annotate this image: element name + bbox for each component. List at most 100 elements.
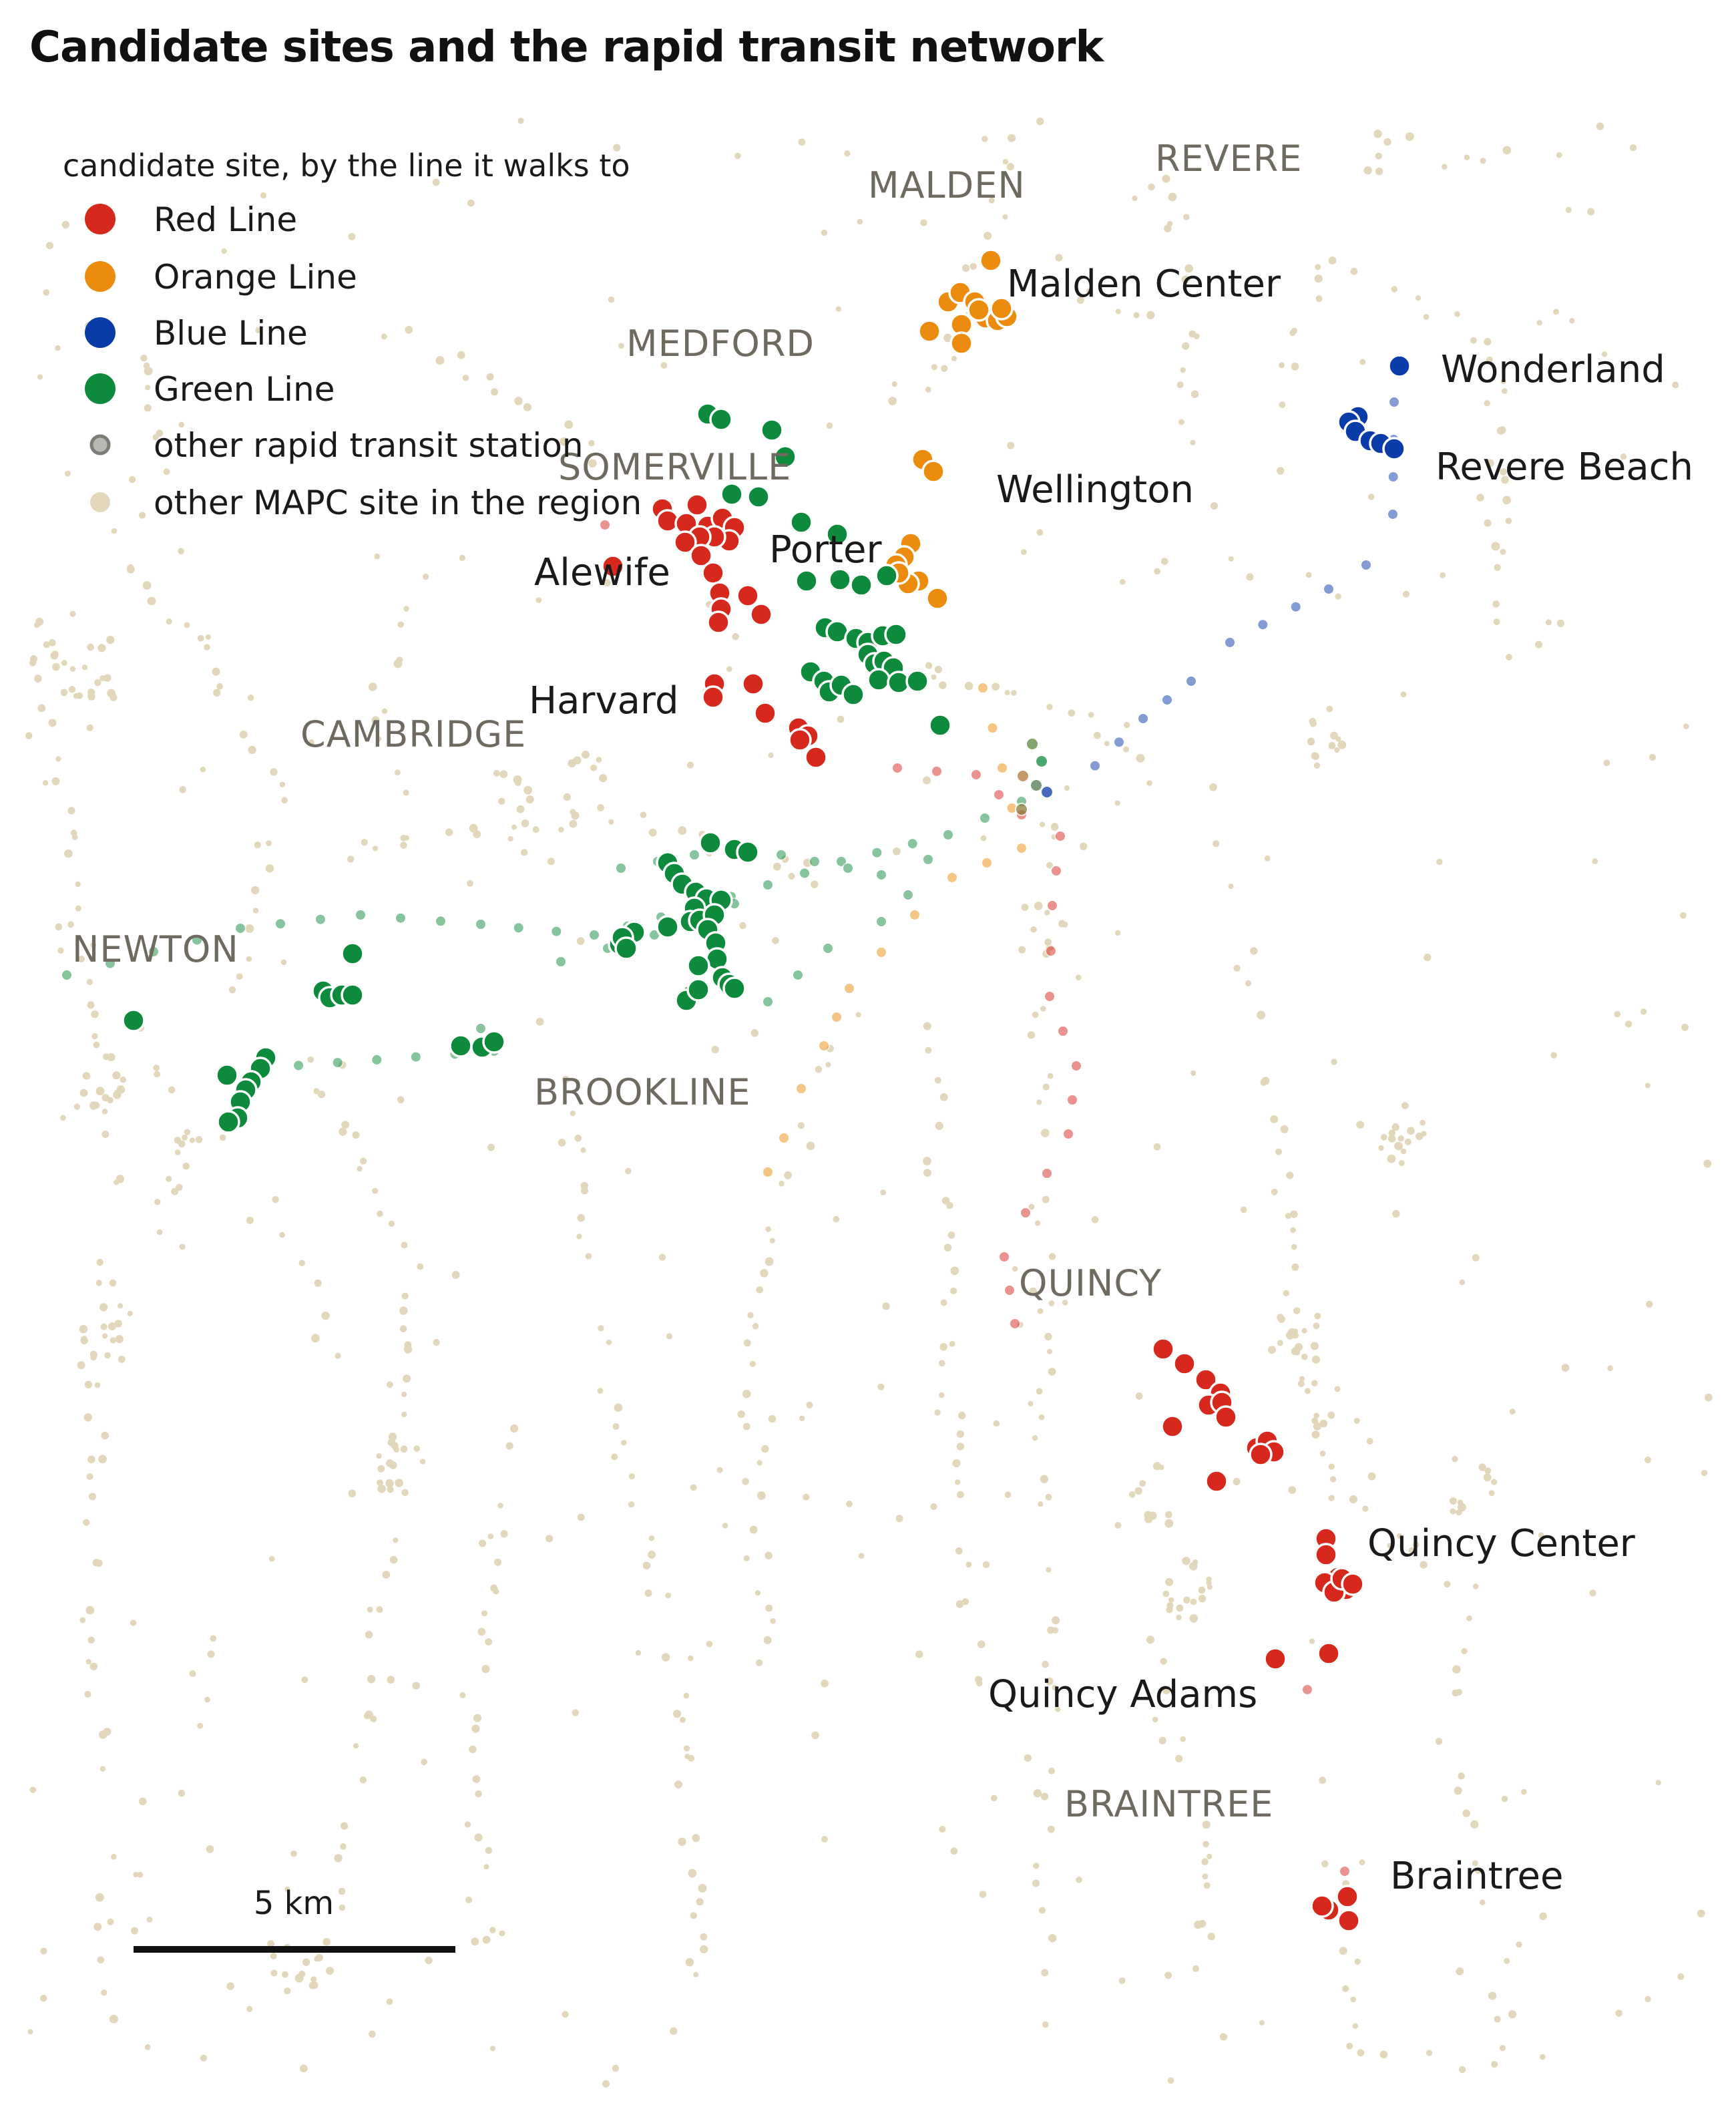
transit-station [104, 957, 116, 970]
region-site [228, 986, 236, 994]
region-site [335, 1352, 341, 1359]
region-site [397, 1096, 405, 1104]
region-site [1534, 640, 1543, 648]
region-site [174, 1149, 181, 1155]
region-site [1589, 1589, 1596, 1597]
region-site [168, 1086, 176, 1094]
region-site [76, 692, 83, 699]
region-site [1245, 980, 1252, 986]
region-site [144, 404, 152, 412]
region-site [661, 1653, 670, 1662]
region-site [43, 641, 51, 648]
region-site [1055, 254, 1063, 262]
region-site [1458, 2066, 1466, 2074]
region-site [48, 639, 56, 646]
region-site [266, 840, 272, 846]
transit-station [778, 1132, 790, 1144]
region-site [1402, 590, 1410, 598]
legend-swatch-green-line [85, 373, 116, 404]
region-site [797, 1122, 805, 1129]
region-site [338, 1887, 346, 1895]
region-site [618, 343, 624, 349]
region-site [1042, 2021, 1049, 2028]
region-site [1620, 453, 1627, 460]
region-site [711, 1045, 719, 1054]
region-site [1349, 1495, 1357, 1504]
region-site [1040, 1006, 1046, 1012]
region-site [1192, 1965, 1200, 1972]
region-site [1032, 1879, 1040, 1887]
region-site [1207, 1933, 1215, 1941]
candidate-site-green-line [746, 485, 771, 509]
region-site [1629, 144, 1637, 152]
transit-station [1301, 1684, 1313, 1696]
region-site [99, 1766, 105, 1772]
region-site [268, 1555, 275, 1562]
region-site [1491, 2061, 1498, 2068]
region-site [1350, 267, 1358, 275]
map-title: Candidate sites and the rapid transit ne… [29, 23, 1104, 72]
region-site [200, 766, 206, 773]
region-site [481, 1610, 488, 1617]
region-site [84, 1380, 93, 1388]
region-site [1047, 1073, 1054, 1079]
region-site [1454, 311, 1460, 317]
region-site [1050, 823, 1059, 831]
region-site [284, 1886, 290, 1893]
region-site [756, 1659, 763, 1666]
region-site [69, 610, 76, 617]
region-site [923, 776, 931, 785]
region-site [1391, 286, 1398, 293]
region-site [769, 1237, 775, 1243]
transit-station [1387, 471, 1399, 483]
transit-station [1339, 1865, 1351, 1877]
region-site [219, 1134, 226, 1141]
region-site [788, 873, 795, 880]
region-site [1328, 742, 1336, 749]
region-site [1176, 1604, 1184, 1612]
region-site [1478, 1463, 1486, 1471]
station-labels: Malden Center Wonderland Revere Beach We… [529, 262, 1693, 1898]
region-site [1202, 1873, 1209, 1880]
region-site [1313, 762, 1321, 769]
candidate-site-green-line [789, 510, 813, 534]
transit-station [512, 922, 525, 934]
region-site [485, 1638, 493, 1646]
region-site [1705, 1393, 1713, 1402]
transit-station [355, 909, 367, 921]
region-site [1135, 1392, 1143, 1400]
region-site [943, 333, 952, 343]
region-site [1536, 320, 1542, 326]
region-site [784, 1171, 792, 1179]
region-site [1299, 1376, 1305, 1382]
candidate-site-orange-line [990, 297, 1014, 321]
region-site [1440, 572, 1446, 578]
region-site [950, 1847, 958, 1855]
candidate-site-red-line [1314, 1543, 1338, 1567]
region-site [955, 1600, 964, 1608]
region-site [1168, 1597, 1174, 1603]
region-site [939, 1825, 946, 1833]
region-site [965, 1561, 972, 1568]
region-site [855, 1012, 861, 1018]
region-site [1190, 439, 1196, 445]
region-site [493, 1558, 502, 1566]
region-site [340, 1843, 347, 1850]
region-site [65, 470, 71, 477]
region-site [558, 827, 564, 833]
region-site [1408, 1547, 1416, 1554]
transit-station [1323, 583, 1335, 595]
region-site [1505, 518, 1512, 524]
region-site [523, 785, 533, 795]
region-site [142, 581, 152, 590]
region-site [1260, 1079, 1267, 1086]
region-site [236, 973, 243, 980]
region-site [1435, 1738, 1443, 1745]
region-site [1207, 1853, 1213, 1859]
transit-station [871, 846, 883, 859]
town-label-newton: NEWTON [72, 928, 239, 970]
region-site [931, 364, 937, 371]
region-site [923, 1169, 931, 1177]
region-site [880, 1189, 886, 1195]
region-site [1444, 1581, 1451, 1588]
